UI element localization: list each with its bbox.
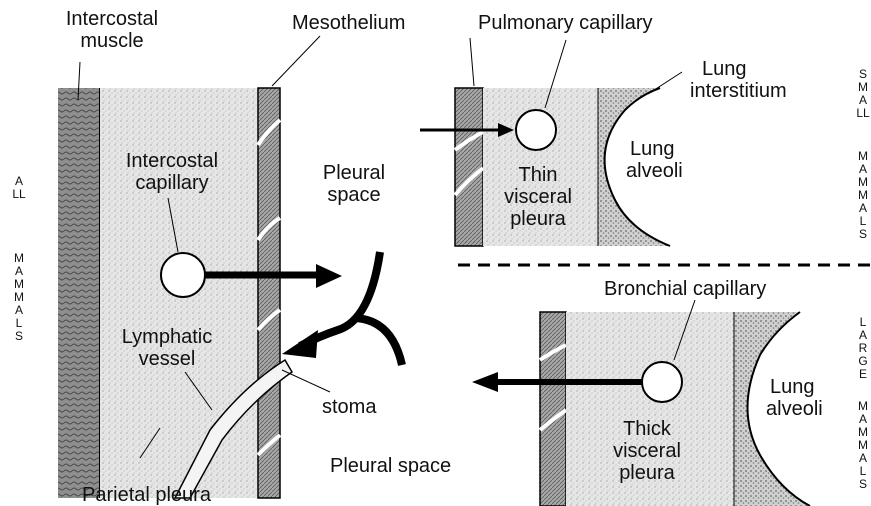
label-lung-interstitium: Lung interstitium xyxy=(690,58,787,102)
thin-visceral-mesothelium xyxy=(455,88,483,246)
filtration-arrow-left xyxy=(316,264,342,288)
label-stoma: stoma xyxy=(322,396,376,418)
filtration-arrow-bottom-right xyxy=(472,372,498,392)
thick-visceral-mesothelium xyxy=(540,312,566,506)
label-intercostal-muscle: Intercostal muscle xyxy=(52,8,172,52)
label-pleural-space-top: Pleural space xyxy=(304,162,404,206)
side-label-large: LARGE xyxy=(856,316,870,381)
intercostal-muscle xyxy=(58,88,100,498)
label-pleural-space-bottom: Pleural space xyxy=(330,455,451,477)
side-label-all: ALL xyxy=(12,175,26,201)
label-bronchial-capillary: Bronchial capillary xyxy=(604,278,766,300)
label-mesothelium: Mesothelium xyxy=(292,12,405,34)
label-intercostal-capillary: Intercostal capillary xyxy=(112,150,232,194)
label-lung-alveoli-top: Lung alveoli xyxy=(626,138,683,182)
chest-wall-panel xyxy=(58,36,402,498)
side-label-mammals-bottom-right: MAMMALS xyxy=(856,400,870,491)
side-label-mammals-top-right: MAMMALS xyxy=(856,150,870,241)
label-lymphatic-vessel: Lymphatic vessel xyxy=(112,326,222,370)
stoma-arrow-head xyxy=(282,330,318,358)
side-label-mammals-left: MAMMALS xyxy=(12,252,26,343)
label-lung-alveoli-bottom: Lung alveoli xyxy=(766,376,823,420)
intercostal-capillary xyxy=(161,253,205,297)
side-label-small: SMALL xyxy=(856,68,870,120)
label-thin-visceral-pleura: Thin visceral pleura xyxy=(488,164,588,230)
label-thick-visceral-pleura: Thick visceral pleura xyxy=(592,418,702,484)
pulmonary-capillary xyxy=(516,110,556,150)
bronchial-capillary xyxy=(642,362,682,402)
label-pulmonary-capillary: Pulmonary capillary xyxy=(478,12,653,34)
pleural-flow-curve xyxy=(300,252,380,346)
label-parietal-pleura: Parietal pleura xyxy=(82,484,211,506)
